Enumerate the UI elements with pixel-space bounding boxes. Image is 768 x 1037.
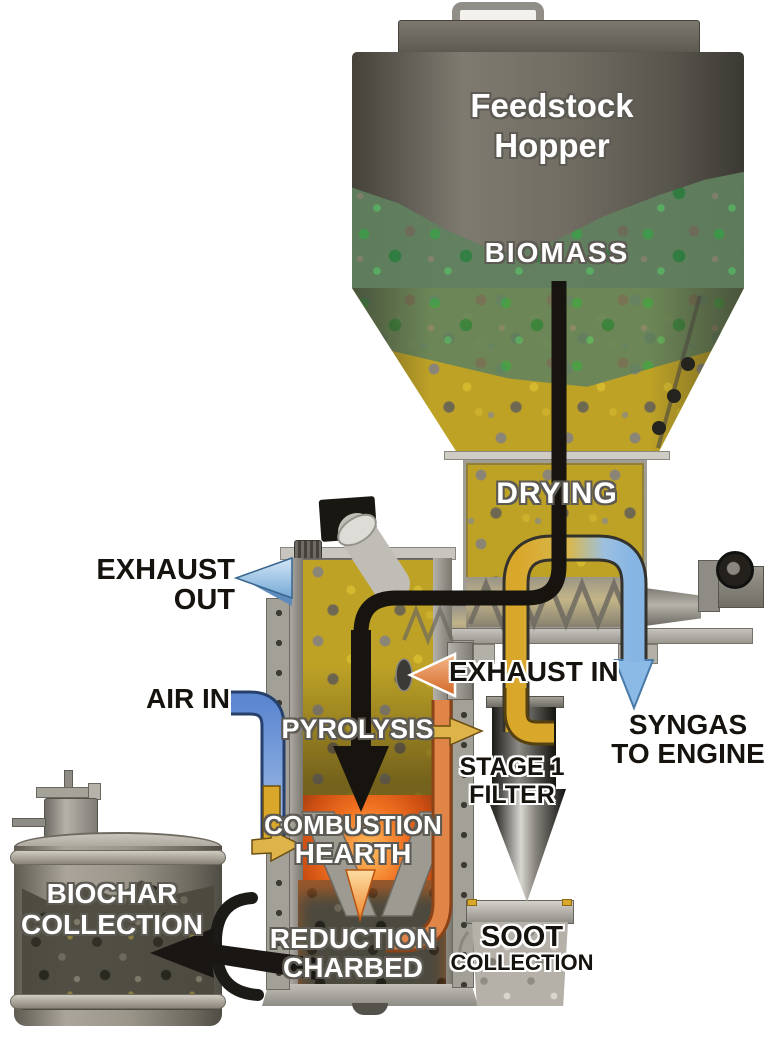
exhaust-out-port bbox=[280, 562, 291, 593]
reactor-base bbox=[262, 984, 478, 1006]
biochar-collection-label: BIOCHAR COLLECTION bbox=[21, 878, 203, 941]
biomass-label: BIOMASS bbox=[484, 237, 630, 268]
chimney-back-panel bbox=[318, 496, 378, 542]
reduction-charbed-label: REDUCTION CHARBED bbox=[269, 923, 437, 984]
soot-bucket-body bbox=[472, 922, 568, 1006]
feedstock-hopper-label: Feedstock Hopper bbox=[470, 87, 634, 164]
drum-rib-bottom bbox=[10, 994, 226, 1009]
exhaust-in-label: EXHAUST IN bbox=[449, 656, 619, 687]
soot-collection-label: SOOT COLLECTION bbox=[450, 921, 594, 976]
hopper-body bbox=[352, 52, 744, 288]
exhaust-out-label: EXHAUST OUT bbox=[96, 554, 235, 617]
stage1-filter-label: STAGE 1 FILTER bbox=[459, 753, 565, 809]
motor-wheel bbox=[716, 551, 754, 589]
reactor-vent-cap bbox=[294, 540, 322, 560]
air-in-label: AIR IN bbox=[146, 683, 230, 714]
auger-tube bbox=[645, 588, 701, 626]
hopper-funnel bbox=[352, 288, 744, 454]
biomass-fill-green bbox=[352, 171, 744, 288]
funnel-flange bbox=[444, 451, 670, 460]
reactor-left-wall bbox=[288, 558, 303, 986]
biochar-drum-body bbox=[10, 846, 226, 1026]
chimney-opening bbox=[337, 513, 377, 547]
drum-rib-top bbox=[10, 850, 226, 865]
soot-bucket-clip-right bbox=[562, 899, 572, 906]
reactor-drain bbox=[352, 1003, 388, 1015]
drum-clamp-screw bbox=[12, 818, 46, 827]
reactor-handle bbox=[209, 892, 264, 1001]
pyrolysis-interior bbox=[303, 560, 433, 812]
combustion-hearth-label: COMBUSTION HEARTH bbox=[264, 810, 442, 870]
soot-bucket-clip-left bbox=[467, 899, 477, 906]
drying-label: DRYING bbox=[496, 477, 618, 510]
support-leg-right bbox=[618, 644, 658, 664]
syngas-to-engine-label: SYNGAS TO ENGINE bbox=[611, 709, 765, 770]
pyrolysis-label: PYROLYSIS bbox=[281, 714, 434, 744]
auger-trough bbox=[466, 577, 644, 627]
